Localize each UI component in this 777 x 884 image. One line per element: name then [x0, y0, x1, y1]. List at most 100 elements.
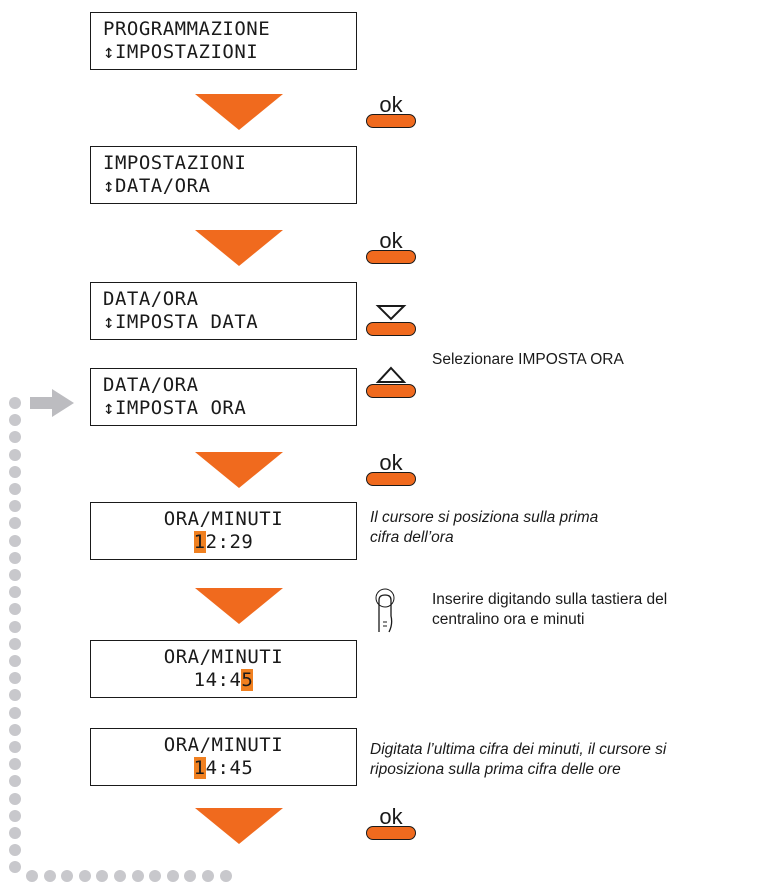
- lcd-screen-impostazioni: IMPOSTAZIONI ↕DATA/ORA: [90, 146, 357, 204]
- lcd-line-2: ↕IMPOSTA DATA: [103, 311, 259, 333]
- loop-dot: [9, 844, 21, 856]
- ok-key-label: ok: [379, 804, 403, 829]
- lcd-screen-ora-minuti-1: ORA/MINUTI 12:29: [90, 502, 357, 560]
- key-cap: [366, 250, 416, 264]
- up-key[interactable]: [366, 366, 416, 398]
- ok-key-label: ok: [379, 450, 403, 475]
- key-cap: [366, 322, 416, 336]
- lcd-line-2: ↕DATA/ORA: [103, 175, 211, 197]
- flow-down-arrow-icon: [195, 808, 283, 844]
- ok-key-label: ok: [379, 92, 403, 117]
- loop-dot: [9, 517, 21, 529]
- note-line: cifra dell’ora: [370, 529, 454, 546]
- loop-dot: [9, 793, 21, 805]
- loop-dot: [9, 861, 21, 873]
- loop-dot: [9, 758, 21, 770]
- loop-dot: [167, 870, 179, 882]
- loop-dot: [220, 870, 232, 882]
- loop-dot: [9, 552, 21, 564]
- loop-dot: [61, 870, 73, 882]
- loop-dot: [9, 724, 21, 736]
- loop-dot: [79, 870, 91, 882]
- lcd-text-before-cursor: 14:4: [193, 669, 242, 691]
- loop-dot: [44, 870, 56, 882]
- loop-dot: [9, 483, 21, 495]
- lcd-line-2: 14:45: [91, 669, 356, 691]
- note-line: Inserire digitando sulla tastiera del: [432, 591, 668, 608]
- lcd-cursor: 1: [193, 757, 206, 779]
- key-cap: [366, 114, 416, 128]
- loop-dot: [9, 431, 21, 443]
- ok-key[interactable]: ok: [366, 804, 416, 840]
- key-cap: [366, 384, 416, 398]
- lcd-screen-ora-minuti-2: ORA/MINUTI 14:45: [90, 640, 357, 698]
- loop-dot: [9, 689, 21, 701]
- loop-dot: [9, 810, 21, 822]
- loop-dot: [9, 827, 21, 839]
- loop-dot: [149, 870, 161, 882]
- loop-dot: [9, 621, 21, 633]
- loop-dot: [9, 707, 21, 719]
- loop-dot: [9, 500, 21, 512]
- loop-dot: [96, 870, 108, 882]
- loop-dot: [9, 449, 21, 461]
- note-cursor-first-hour: Il cursore si posiziona sulla prima cifr…: [370, 508, 598, 548]
- loop-dot: [9, 638, 21, 650]
- ok-key[interactable]: ok: [366, 92, 416, 128]
- loop-dot: [9, 775, 21, 787]
- ok-key[interactable]: ok: [366, 450, 416, 486]
- lcd-line-1: DATA/ORA: [103, 288, 199, 310]
- lcd-cursor: 5: [241, 669, 254, 691]
- lcd-line-1: PROGRAMMAZIONE: [103, 18, 271, 40]
- loop-dot: [114, 870, 126, 882]
- lcd-screen-imposta-ora: DATA/ORA ↕IMPOSTA ORA: [90, 368, 357, 426]
- loop-dot: [9, 603, 21, 615]
- lcd-line-1: DATA/ORA: [103, 374, 199, 396]
- key-cap: [366, 826, 416, 840]
- lcd-text-after-cursor: 4:45: [205, 757, 254, 779]
- triangle-down-icon: [375, 305, 407, 321]
- note-last-digit: Digitata l’ultima cifra dei minuti, il c…: [370, 740, 666, 780]
- flow-down-arrow-icon: [195, 94, 283, 130]
- lcd-line-1: ORA/MINUTI: [163, 734, 284, 756]
- loop-dot: [9, 586, 21, 598]
- loop-dot: [9, 397, 21, 409]
- lcd-screen-ora-minuti-3: ORA/MINUTI 14:45: [90, 728, 357, 786]
- lcd-line-2: 14:45: [91, 757, 356, 779]
- ok-key[interactable]: ok: [366, 228, 416, 264]
- lcd-line-2: ↕IMPOSTA ORA: [103, 397, 247, 419]
- lcd-screen-programmazione: PROGRAMMAZIONE ↕IMPOSTAZIONI: [90, 12, 357, 70]
- lcd-line-1: IMPOSTAZIONI: [103, 152, 247, 174]
- flow-down-arrow-icon: [195, 588, 283, 624]
- lcd-line-1: ORA/MINUTI: [163, 646, 284, 668]
- lcd-screen-imposta-data: DATA/ORA ↕IMPOSTA DATA: [90, 282, 357, 340]
- loop-dot: [9, 414, 21, 426]
- triangle-up-icon: [375, 366, 407, 383]
- note-select-time: Selezionare IMPOSTA ORA: [432, 351, 624, 368]
- note-line: riposiziona sulla prima cifra delle ore: [370, 761, 621, 778]
- loop-dot: [184, 870, 196, 882]
- flow-down-arrow-icon: [195, 230, 283, 266]
- loop-dot: [26, 870, 38, 882]
- loop-dot: [9, 655, 21, 667]
- key-cap: [366, 472, 416, 486]
- lcd-line-2: ↕IMPOSTAZIONI: [103, 41, 259, 63]
- loop-dot: [9, 741, 21, 753]
- lcd-text-after-cursor: 2:29: [205, 531, 254, 553]
- lcd-cursor: 1: [193, 531, 206, 553]
- loop-dot: [9, 466, 21, 478]
- finger-press-icon: [375, 588, 395, 633]
- flow-down-arrow-icon: [195, 452, 283, 488]
- note-keypad-entry: Inserire digitando sulla tastiera del ce…: [432, 590, 667, 630]
- loop-dot: [9, 535, 21, 547]
- loop-dot: [132, 870, 144, 882]
- loop-dot: [202, 870, 214, 882]
- lcd-line-2: 12:29: [91, 531, 356, 553]
- down-key[interactable]: [366, 304, 416, 336]
- loop-arrow-icon: [30, 389, 74, 417]
- loop-dot: [9, 672, 21, 684]
- note-line: Digitata l’ultima cifra dei minuti, il c…: [370, 741, 667, 758]
- note-line: centralino ora e minuti: [432, 611, 585, 628]
- ok-key-label: ok: [379, 228, 403, 253]
- note-line: Il cursore si posiziona sulla prima: [370, 509, 599, 526]
